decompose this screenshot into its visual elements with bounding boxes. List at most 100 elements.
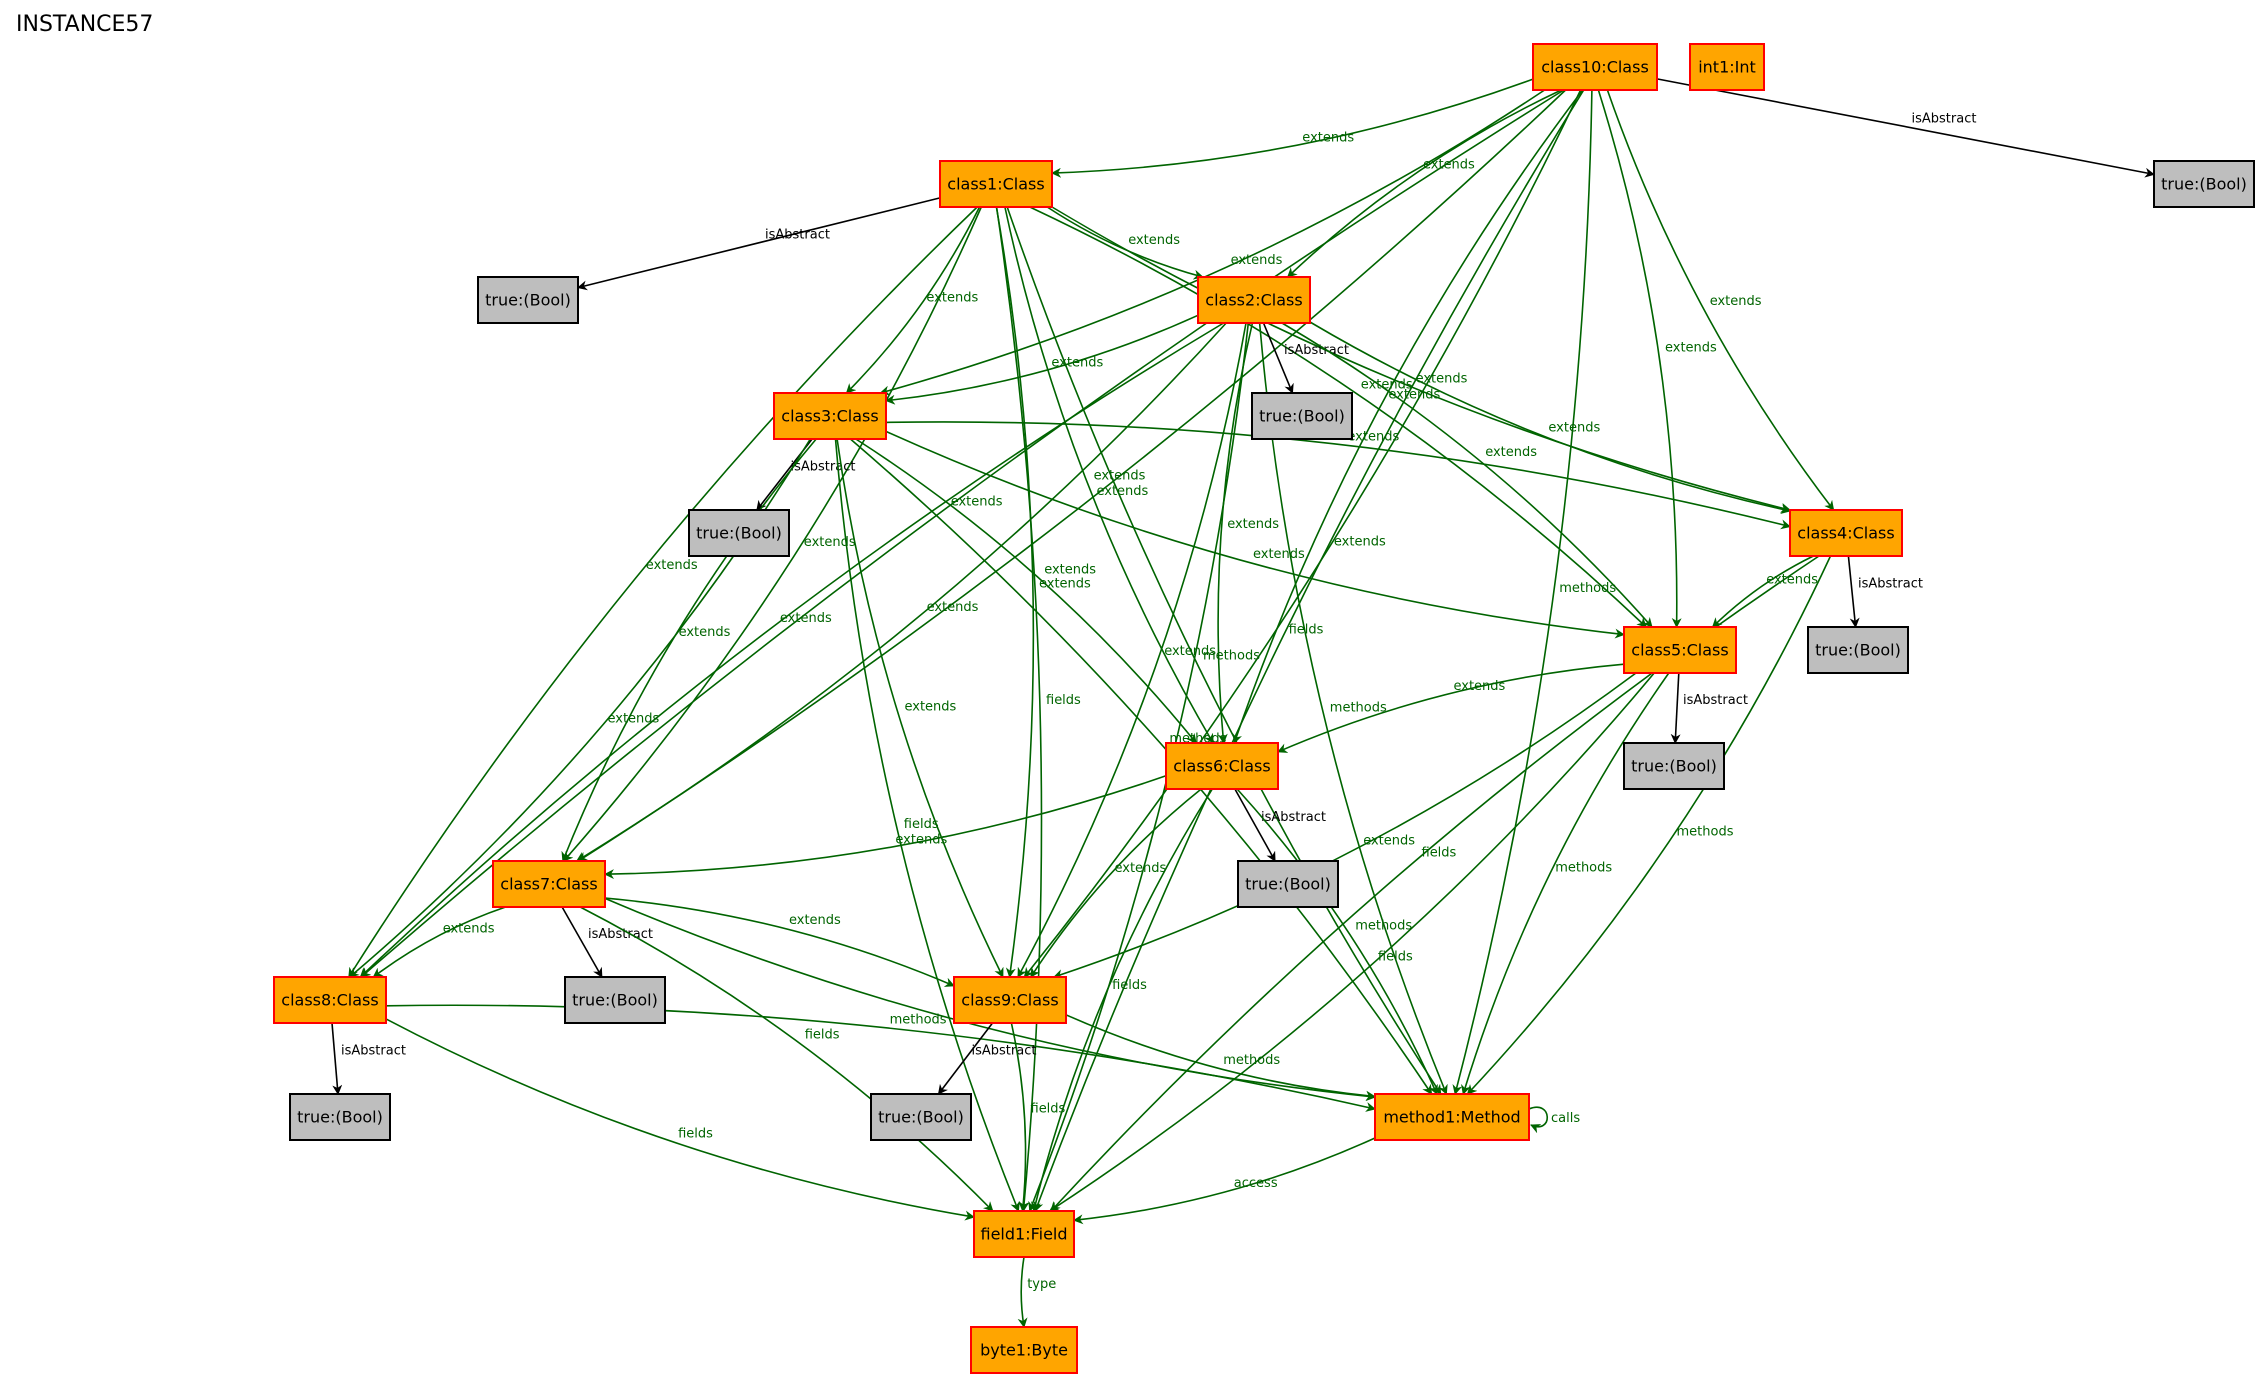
edge-class1-class8: extends (348, 206, 978, 978)
node-class9: class9:Class (953, 976, 1067, 1024)
node-b8: true:(Bool) (289, 1093, 391, 1141)
edge-label: methods (1355, 919, 1412, 934)
edge-line (385, 1004, 1376, 1112)
edge-class8-b8: isAbstract (331, 1022, 406, 1095)
edge-label: fields (1046, 693, 1081, 708)
node-b5: true:(Bool) (1623, 742, 1725, 790)
edge-label: methods (890, 1013, 947, 1028)
edge-label: extends (1039, 577, 1091, 592)
edge-class5-b5: isAbstract (1670, 672, 1748, 744)
edge-label: methods (1677, 825, 1734, 840)
node-box (289, 1093, 391, 1141)
edge-label: fields (1031, 1102, 1066, 1117)
edge-label: extends (1710, 294, 1762, 309)
edge-class3-field1: fields (834, 438, 1020, 1212)
edge-line (1010, 1022, 1029, 1212)
node-box (1237, 860, 1339, 908)
edge-label: fields (904, 817, 939, 832)
edge-class2-class3: extends (885, 314, 1199, 405)
edge-line (1051, 206, 1791, 513)
edge-line (1023, 89, 1582, 978)
node-label: true:(Bool) (1259, 407, 1345, 426)
edge-class9-field1: fields (1010, 1022, 1066, 1212)
edge-line (1030, 788, 1213, 1212)
edge-class1-class7: extends (563, 206, 983, 862)
node-b3: true:(Bool) (688, 509, 790, 557)
edge-line (1065, 1014, 1376, 1101)
edge-label: extends (1097, 484, 1149, 499)
edge-label: extends (1423, 158, 1475, 173)
node-b9: true:(Bool) (870, 1093, 972, 1141)
edge-label: extends (679, 625, 731, 640)
edge-label: extends (1164, 644, 1216, 659)
node-box (477, 276, 579, 324)
node-label: true:(Bool) (1245, 875, 1331, 894)
edge-line (1847, 555, 1860, 628)
node-byte1: byte1:Byte (970, 1326, 1078, 1374)
edge-line (1711, 555, 1814, 628)
edge-line (995, 206, 1043, 1212)
edge-label: extends (1548, 421, 1600, 436)
edge-line (604, 775, 1167, 880)
edge-label: extends (1454, 679, 1506, 694)
node-box (1623, 742, 1725, 790)
edge-line (1017, 322, 1247, 978)
edge-line (1656, 78, 2155, 178)
edge-label: extends (1253, 547, 1305, 562)
node-b1: true:(Bool) (477, 276, 579, 324)
edge-label: extends (1128, 233, 1180, 248)
node-class5: class5:Class (1623, 626, 1737, 674)
node-label: class3:Class (781, 407, 878, 426)
edge-line (995, 206, 1035, 978)
node-class6: class6:Class (1165, 742, 1279, 790)
edge-label: extends (608, 711, 660, 726)
edge-class5-field1: fields (1048, 672, 1655, 1212)
edge-class10-class2: extends (1286, 89, 1562, 278)
edge-line (360, 89, 1565, 978)
node-label: class8:Class (281, 991, 378, 1010)
edge-class5-class9: extends (1053, 672, 1637, 979)
edge-label: methods (1223, 1053, 1280, 1068)
node-class7: class7:Class (492, 860, 606, 908)
edge-line (372, 906, 506, 978)
edge-line (1073, 1137, 1376, 1225)
node-label: true:(Bool) (485, 291, 571, 310)
node-box (2153, 160, 2255, 208)
edge-label: isAbstract (1284, 343, 1349, 358)
edge-line (1232, 89, 1584, 744)
edge-label: isAbstract (972, 1044, 1037, 1059)
edge-line (577, 89, 1567, 862)
edge-label: fields (1378, 949, 1413, 964)
edge-label: extends (1416, 371, 1468, 386)
edge-line (1528, 1106, 1549, 1134)
edge-label: extends (1334, 534, 1386, 549)
edge-class7-class9: extends (604, 897, 955, 987)
edge-line (1029, 206, 1647, 628)
edge-line (579, 906, 994, 1212)
edge-label: extends (1115, 861, 1167, 876)
edge-class2-class7: extends (575, 322, 1227, 862)
edge-class9-b9: isAbstract (937, 1022, 1037, 1095)
node-box (773, 392, 887, 440)
edge-label: extends (926, 290, 978, 305)
edge-line (1281, 322, 1653, 628)
edge-class6-class7: extends (604, 775, 1167, 880)
edge-class10-class8: extends (360, 89, 1565, 978)
node-label: byte1:Byte (980, 1341, 1068, 1360)
edge-label: isAbstract (1261, 810, 1326, 825)
edge-line (1277, 663, 1625, 753)
edge-line (836, 438, 1004, 978)
edge-method1-method1: calls (1528, 1106, 1580, 1134)
edge-class7-class8: extends (372, 906, 506, 978)
edge-label: methods (1203, 649, 1260, 664)
edge-line (1053, 672, 1637, 979)
edge-class7-b7: isAbstract (561, 906, 653, 978)
edge-line (1048, 672, 1655, 1212)
edge-class2-class4: extends (1309, 321, 1791, 514)
node-box (492, 860, 606, 908)
edge-line (1004, 206, 1214, 744)
edge-label: extends (1051, 356, 1103, 371)
edge-label: extends (1347, 430, 1399, 445)
